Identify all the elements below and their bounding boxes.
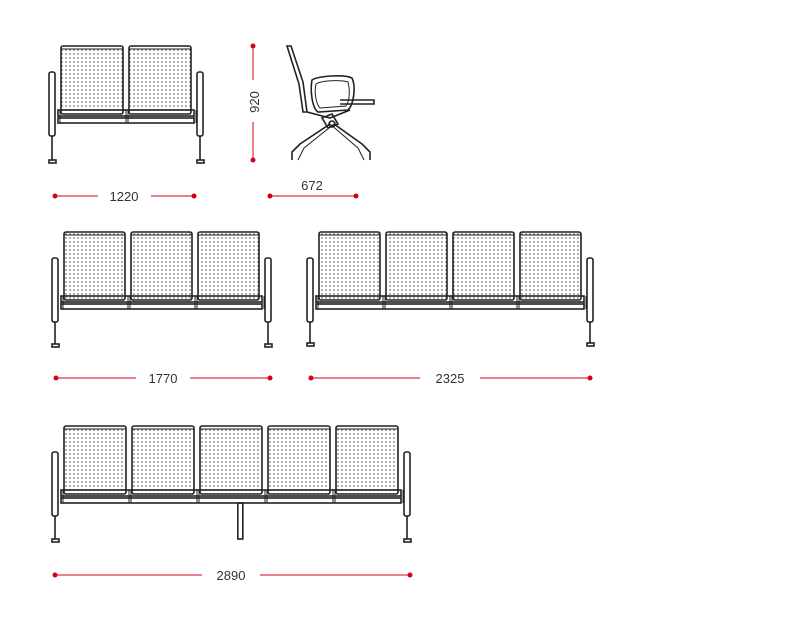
seat-back-panel (452, 231, 515, 301)
right-foot (264, 343, 273, 348)
dimension-side-height: 920 (247, 43, 262, 163)
five-seat-width-label: 2890 (217, 568, 246, 583)
seat-back-panel (63, 231, 126, 301)
side-depth-label: 672 (301, 178, 323, 193)
right-foot (586, 342, 595, 347)
beam (60, 303, 263, 310)
three-seat-width-label: 1770 (149, 371, 178, 386)
three-seat-bench (51, 231, 273, 348)
left-armrest (51, 451, 59, 517)
dimension-five-seat-width: 2890 (52, 568, 413, 583)
right-armrest (196, 71, 204, 137)
right-foot (196, 159, 205, 164)
two-seat-width-label: 1220 (110, 189, 139, 204)
seat-back-panel (335, 425, 399, 495)
four-seat-bench (306, 231, 595, 347)
left-armrest (306, 257, 314, 323)
seat-back-panel (385, 231, 448, 301)
left-foot (51, 343, 60, 348)
two-seat-bench (48, 45, 205, 164)
four-seat-width-label: 2325 (436, 371, 465, 386)
seat-back-panel (130, 231, 193, 301)
middle-leg (237, 502, 244, 540)
left-armrest (48, 71, 56, 137)
side-view-chair (285, 45, 375, 161)
side-height-label: 920 (247, 91, 262, 113)
seat-back-panel (60, 45, 124, 115)
seat-back-panel (128, 45, 192, 115)
beam (60, 497, 402, 504)
seat-back-panel (199, 425, 263, 495)
left-foot (48, 159, 57, 164)
right-armrest (586, 257, 594, 323)
dimension-three-seat-width: 1770 (53, 371, 273, 386)
seat-back-panel (131, 425, 195, 495)
seat-back-panel (197, 231, 260, 301)
seat-back-panel (267, 425, 331, 495)
dimension-side-depth: 672 (267, 178, 359, 199)
seat-back-panel (519, 231, 582, 301)
right-foot (403, 538, 412, 543)
seat-back-panel (318, 231, 381, 301)
five-seat-bench (51, 425, 412, 543)
left-foot (51, 538, 60, 543)
dimension-four-seat-width: 2325 (308, 371, 593, 386)
dimension-two-seat-width: 1220 (52, 189, 197, 204)
left-armrest (51, 257, 59, 323)
right-armrest (264, 257, 272, 323)
seat-back-panel (63, 425, 127, 495)
left-foot (306, 342, 315, 347)
right-armrest (403, 451, 411, 517)
